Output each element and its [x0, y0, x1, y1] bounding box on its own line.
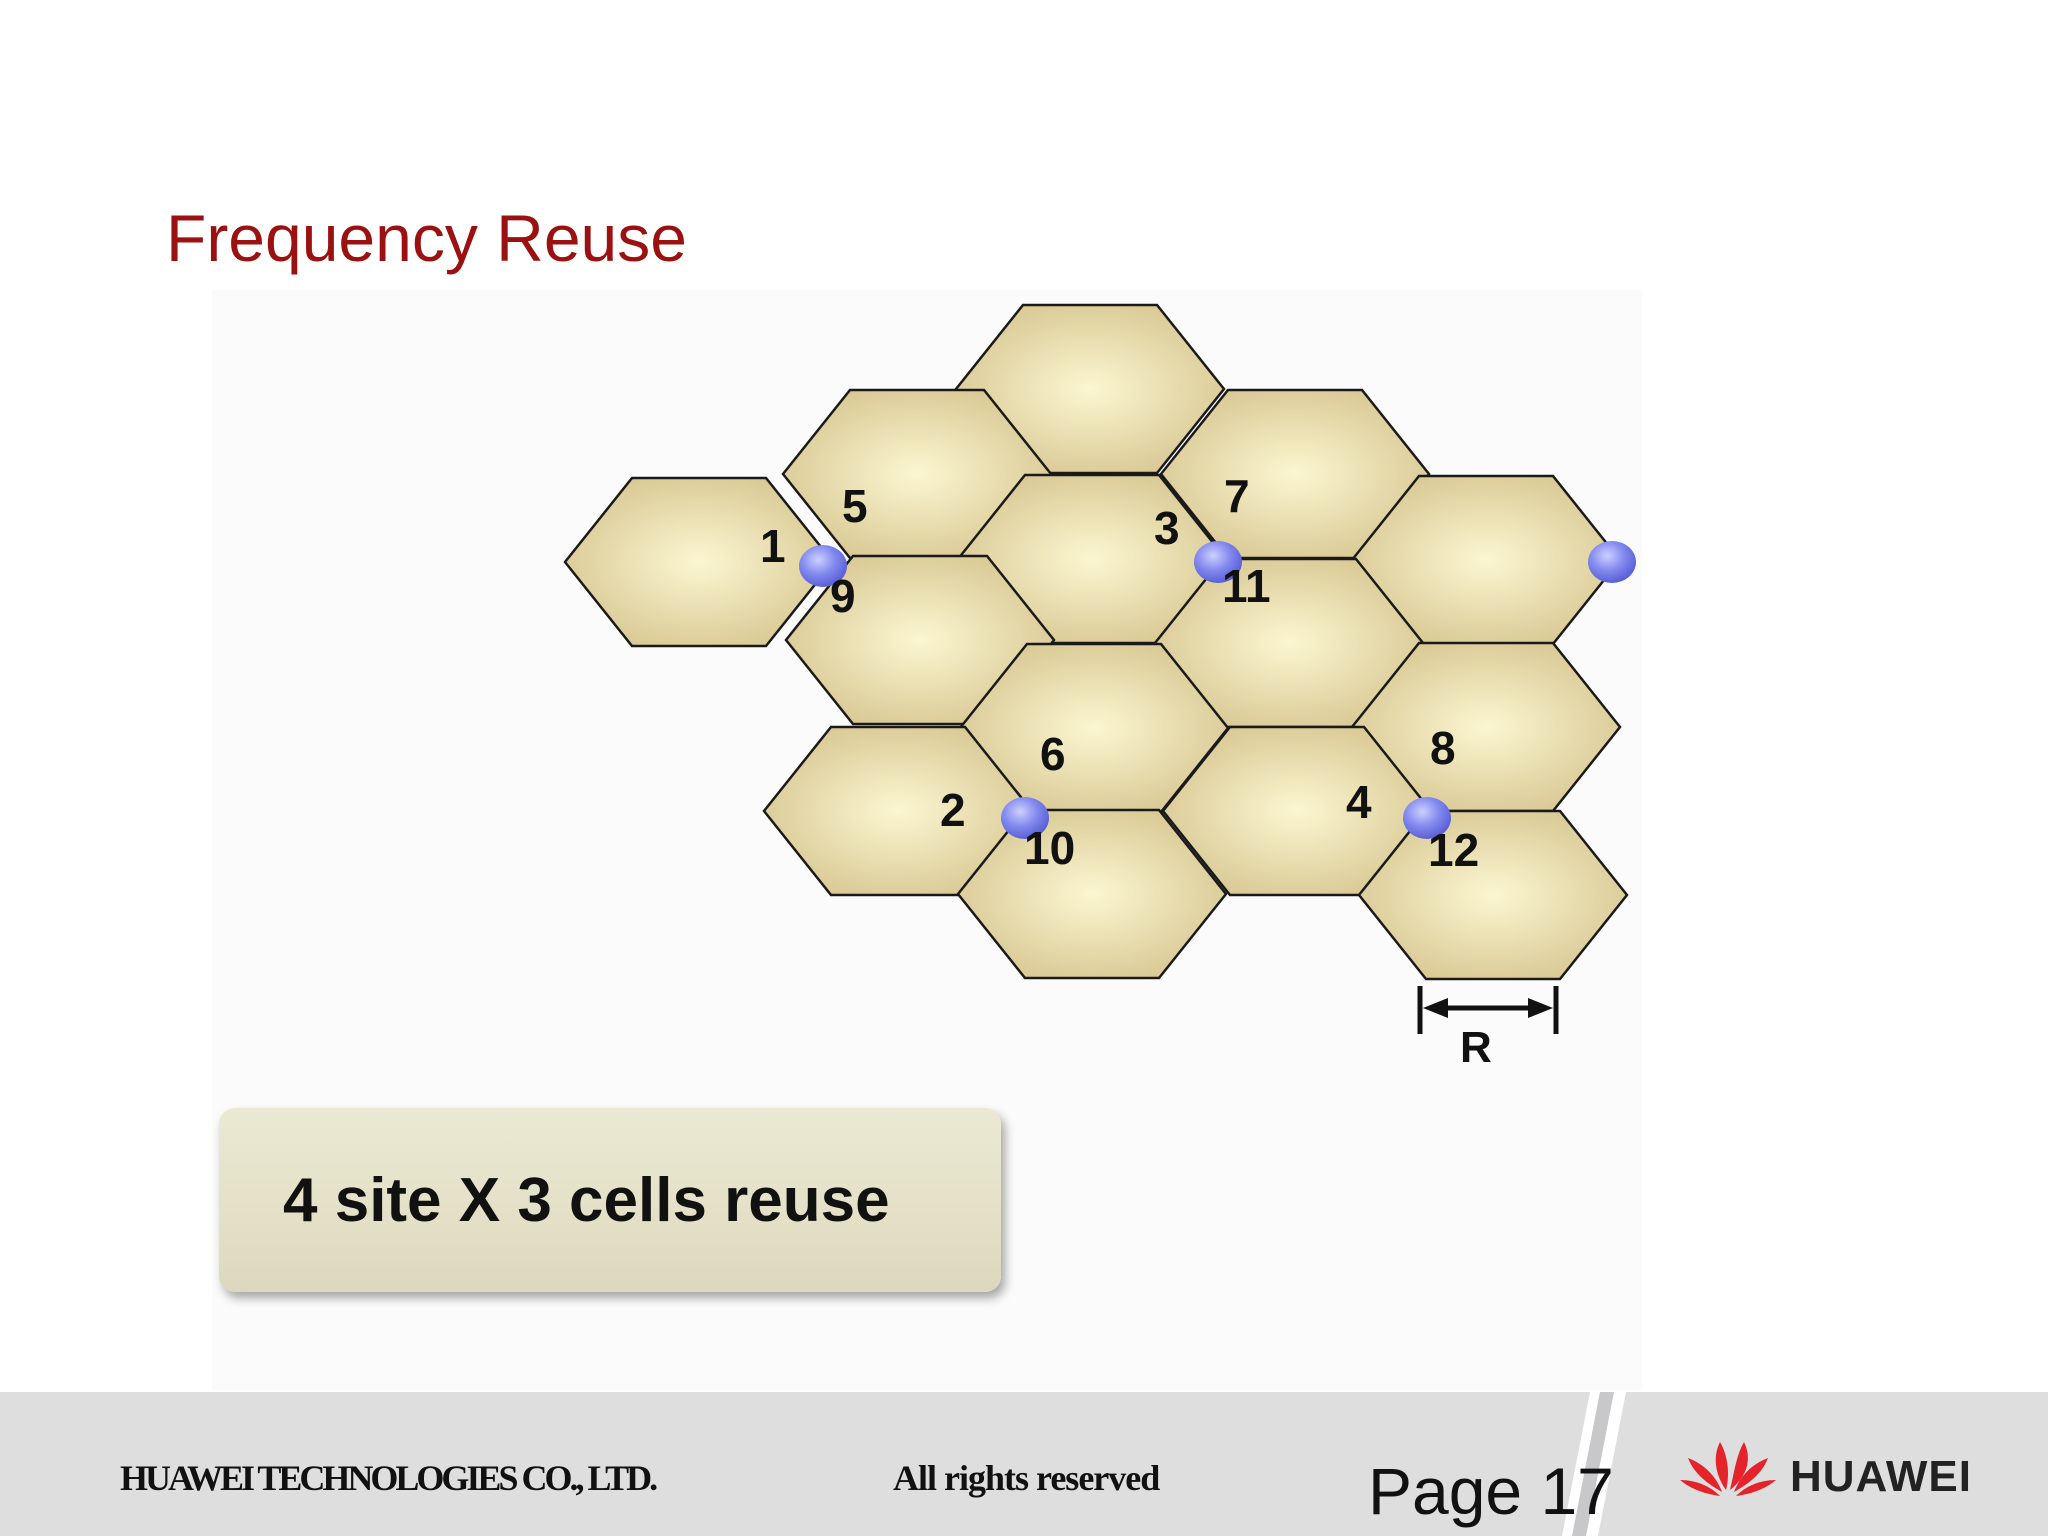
site-marker	[1194, 541, 1242, 583]
cell-label: 1	[760, 520, 786, 572]
footer-company: HUAWEI TECHNOLOGIES CO., LTD.	[120, 1458, 658, 1498]
cell-label: 8	[1430, 722, 1456, 774]
cell-label: 3	[1154, 502, 1180, 554]
hexagon-cells	[563, 303, 1629, 981]
cell-label: 5	[842, 480, 868, 532]
cell-label: 4	[1346, 776, 1372, 828]
footer-band	[0, 1392, 2048, 1536]
cell-label: 12	[1428, 824, 1479, 876]
site-marker	[799, 545, 847, 587]
cell-label: 11	[1222, 560, 1271, 612]
cell-label: 2	[940, 784, 966, 836]
page-number: Page 17	[1368, 1454, 1614, 1528]
site-marker	[1403, 797, 1451, 839]
hexagon-cell	[784, 554, 1056, 726]
hexagon-cell	[563, 476, 835, 648]
cell-label: 10	[1024, 822, 1075, 874]
cell-label: 6	[1040, 728, 1066, 780]
reuse-callout: 4 site X 3 cells reuse	[219, 1108, 1001, 1292]
brand-name: HUAWEI	[1790, 1452, 1972, 1501]
cell-label: 9	[830, 570, 856, 622]
callout-text: 4 site X 3 cells reuse	[283, 1165, 890, 1235]
slide-title: Frequency Reuse	[166, 201, 687, 275]
huawei-logo-icon	[1680, 1442, 1776, 1496]
dimension-label: R	[1460, 1023, 1492, 1072]
footer-rights: All rights reserved	[893, 1458, 1160, 1498]
cell-label: 7	[1224, 470, 1250, 522]
site-marker	[1001, 797, 1049, 839]
radius-dimension	[1417, 986, 1559, 1034]
site-marker	[1588, 541, 1636, 583]
